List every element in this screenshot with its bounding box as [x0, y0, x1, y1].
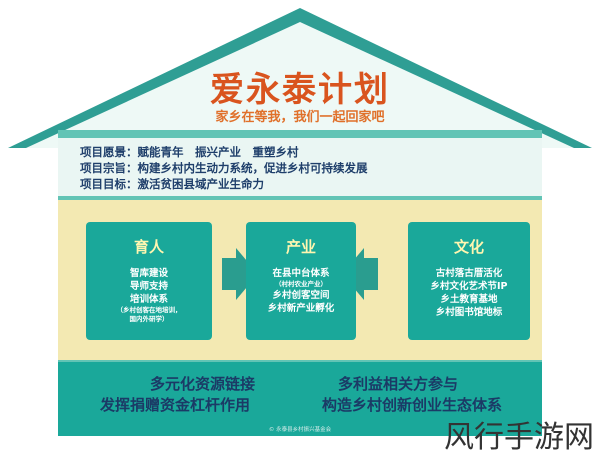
box-education-line: 导师支持: [129, 281, 168, 292]
box-industry-line: 乡村新产业孵化: [267, 303, 335, 314]
watermark-logo: 风行手游网: [444, 412, 594, 456]
right-arrow: [222, 248, 258, 300]
box-culture-lines: 古村落古厝活化 乡村文化艺术节IP 乡土教育基地 乡村图书馆地标: [408, 267, 530, 319]
box-education-note: （乡村创客在地培训，: [116, 306, 182, 314]
goals-list: 项目愿景：赋能青年 振兴产业 重塑乡村 项目宗旨：构建乡村内生动力系统，促进乡村…: [80, 144, 368, 192]
box-culture-title: 文化: [453, 238, 484, 256]
bottom-right-line2: 构造乡村创新创业生态体系: [322, 396, 503, 414]
box-industry-lines: 在县中台体系 （村村农业产业） 乡村创客空间 乡村新产业孵化: [246, 267, 356, 315]
box-education-line: 培训体系: [129, 294, 168, 305]
box-culture-line: 乡村文化艺术节IP: [430, 281, 508, 292]
bottom-right-line1: 多利益相关方参与: [338, 375, 459, 393]
goals-band: [58, 138, 542, 196]
footer-credit: © 永泰县乡村振兴基金会: [268, 427, 332, 433]
box-culture-line: 乡土教育基地: [440, 294, 498, 305]
box-industry-note: （村村农业产业）: [275, 280, 327, 288]
box-education-line: 智库建设: [129, 268, 168, 279]
box-education-lines: 智库建设 导师支持 培训体系 （乡村创客在地培训， 国内外研学）: [86, 267, 212, 324]
goal-target: 项目目标：激活贫困县域产业生命力: [80, 177, 264, 191]
box-education-title: 育人: [133, 238, 164, 256]
goal-vision: 项目愿景：赋能青年 振兴产业 重塑乡村: [80, 145, 299, 159]
box-culture-line: 乡村图书馆地标: [435, 307, 503, 318]
bottom-left-line1: 多元化资源链接: [150, 375, 256, 393]
box-industry-line: 乡村创客空间: [272, 290, 330, 301]
box-culture-line: 古村落古厝活化: [435, 268, 503, 279]
box-culture: 文化 古村落古厝活化 乡村文化艺术节IP 乡土教育基地 乡村图书馆地标: [408, 222, 530, 340]
roof-inner: [26, 22, 574, 148]
page-title: 爱永泰计划: [210, 70, 390, 110]
box-industry: 产业 在县中台体系 （村村农业产业） 乡村创客空间 乡村新产业孵化: [246, 222, 356, 340]
watermark-text: 风行手游网: [444, 420, 594, 455]
box-industry-title: 产业: [285, 238, 316, 256]
box-education: 育人 智库建设 导师支持 培训体系 （乡村创客在地培训， 国内外研学）: [86, 222, 212, 340]
bottom-band: [58, 362, 542, 436]
box-education-note: 国内外研学）: [129, 315, 169, 323]
bottom-left-line2: 发挥捐赠资金杠杆作用: [100, 396, 251, 414]
page-subtitle: 家乡在等我，我们一起回家吧: [215, 110, 385, 125]
goal-purpose: 项目宗旨：构建乡村内生动力系统，促进乡村可持续发展: [80, 161, 368, 175]
box-industry-line: 在县中台体系: [272, 268, 330, 279]
left-arrow: [342, 248, 378, 300]
